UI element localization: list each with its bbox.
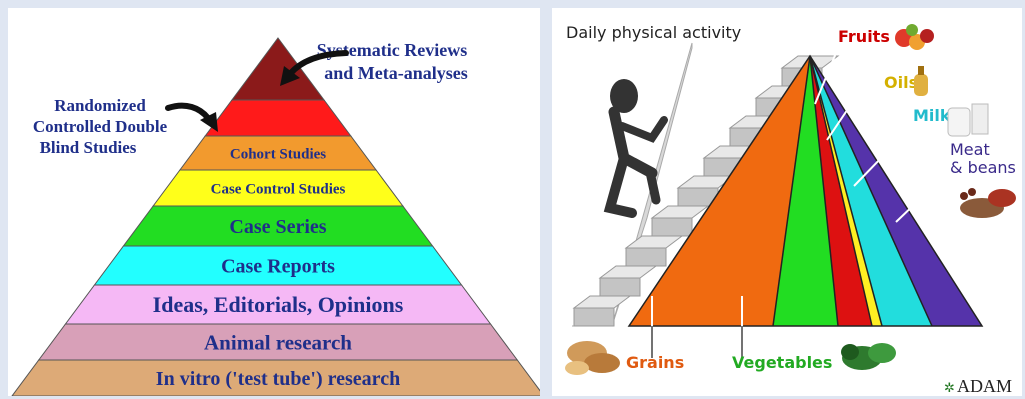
- pyramid-level-1: [204, 99, 352, 137]
- vegetables-section: [773, 56, 838, 326]
- rct-label-line2: Controlled Double: [33, 117, 168, 136]
- pyramid-level-label-3: Case Control Studies: [211, 181, 346, 197]
- pyramid-level-label-6: Ideas, Editorials, Opinions: [153, 292, 404, 317]
- pyramid-level-label-8: In vitro ('test tube') research: [156, 368, 400, 390]
- stair-riser: [573, 307, 615, 327]
- grains-label: Grains: [626, 353, 684, 372]
- stair-riser: [599, 277, 641, 297]
- stair-climber-figure: [603, 79, 668, 218]
- grains-icon: [565, 341, 620, 375]
- oils-icon: [914, 66, 928, 96]
- adam-logo-icon: ✲: [944, 381, 955, 396]
- systematic-reviews-label-line2: and Meta-analyses: [324, 63, 468, 83]
- oils-label: Oils: [884, 73, 918, 92]
- stair-step: [624, 235, 684, 249]
- food-pyramid: Daily physical activity Fruits Oils Milk…: [565, 23, 1016, 396]
- pyramid-level-label-7: Animal research: [204, 330, 352, 354]
- stair-step: [598, 265, 658, 279]
- rct-label-line1: Randomized: [54, 96, 146, 115]
- pyramid-level-0: [230, 37, 326, 101]
- fruits-label: Fruits: [838, 27, 890, 46]
- milk-label: Milk: [913, 106, 951, 125]
- rct-label-line3: Blind Studies: [40, 138, 137, 157]
- vegetables-label: Vegetables: [732, 353, 832, 372]
- milk-icon: [947, 103, 989, 137]
- stair-riser: [651, 217, 693, 237]
- adam-logo: ADAM: [957, 376, 1012, 396]
- fruits-icon: [895, 24, 934, 50]
- pyramid-level-label-5: Case Reports: [221, 256, 335, 278]
- meat-beans-icon: [960, 188, 1016, 218]
- meat-label-line2: & beans: [950, 158, 1016, 177]
- stair-riser: [625, 247, 667, 267]
- pyramid-level-label-4: Case Series: [229, 216, 326, 238]
- arrow-to-top: [280, 50, 349, 86]
- stair-step: [572, 295, 632, 309]
- daily-activity-label: Daily physical activity: [566, 23, 741, 42]
- pyramid-level-label-2: Cohort Studies: [230, 146, 326, 162]
- arrow-to-rct: [165, 102, 218, 132]
- stair-step: [650, 205, 710, 219]
- vegetables-icon: [841, 343, 896, 370]
- systematic-reviews-label-line1: Systematic Reviews: [317, 40, 467, 60]
- food-pyramid-panel: Daily physical activity Fruits Oils Milk…: [552, 8, 1022, 396]
- meat-label-line1: Meat: [950, 140, 990, 159]
- pyramid-level-8: [11, 359, 540, 396]
